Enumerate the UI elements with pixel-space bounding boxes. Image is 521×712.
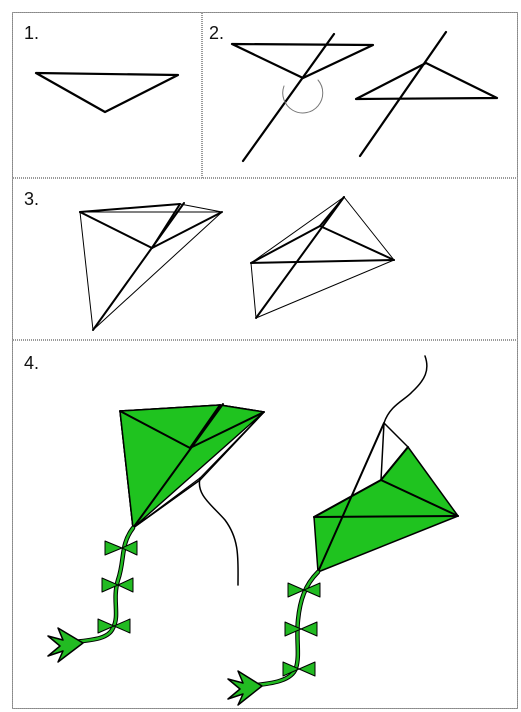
step-2-kite-left	[230, 32, 375, 163]
step-4-kite-left-tail	[47, 525, 138, 663]
step-2-kite-right	[354, 30, 499, 158]
step-3-number: 3.	[24, 189, 40, 209]
step-2-number: 2.	[209, 23, 225, 43]
step-3-kite-left	[79, 202, 223, 331]
step-2-panel: 2.	[202, 12, 518, 178]
step-4-kite-left	[119, 403, 265, 586]
step-3-kite-right	[250, 196, 395, 319]
step-4-number: 4.	[24, 353, 40, 373]
step-1-panel: 1.	[12, 12, 202, 178]
step-4-kite-right-tail	[227, 569, 321, 706]
step-1-triangle	[34, 71, 180, 114]
step-4-panel: 4.	[12, 340, 518, 709]
step-1-number: 1.	[24, 23, 40, 43]
step-3-panel: 3.	[12, 178, 518, 340]
step-4-kite-right	[313, 355, 459, 573]
